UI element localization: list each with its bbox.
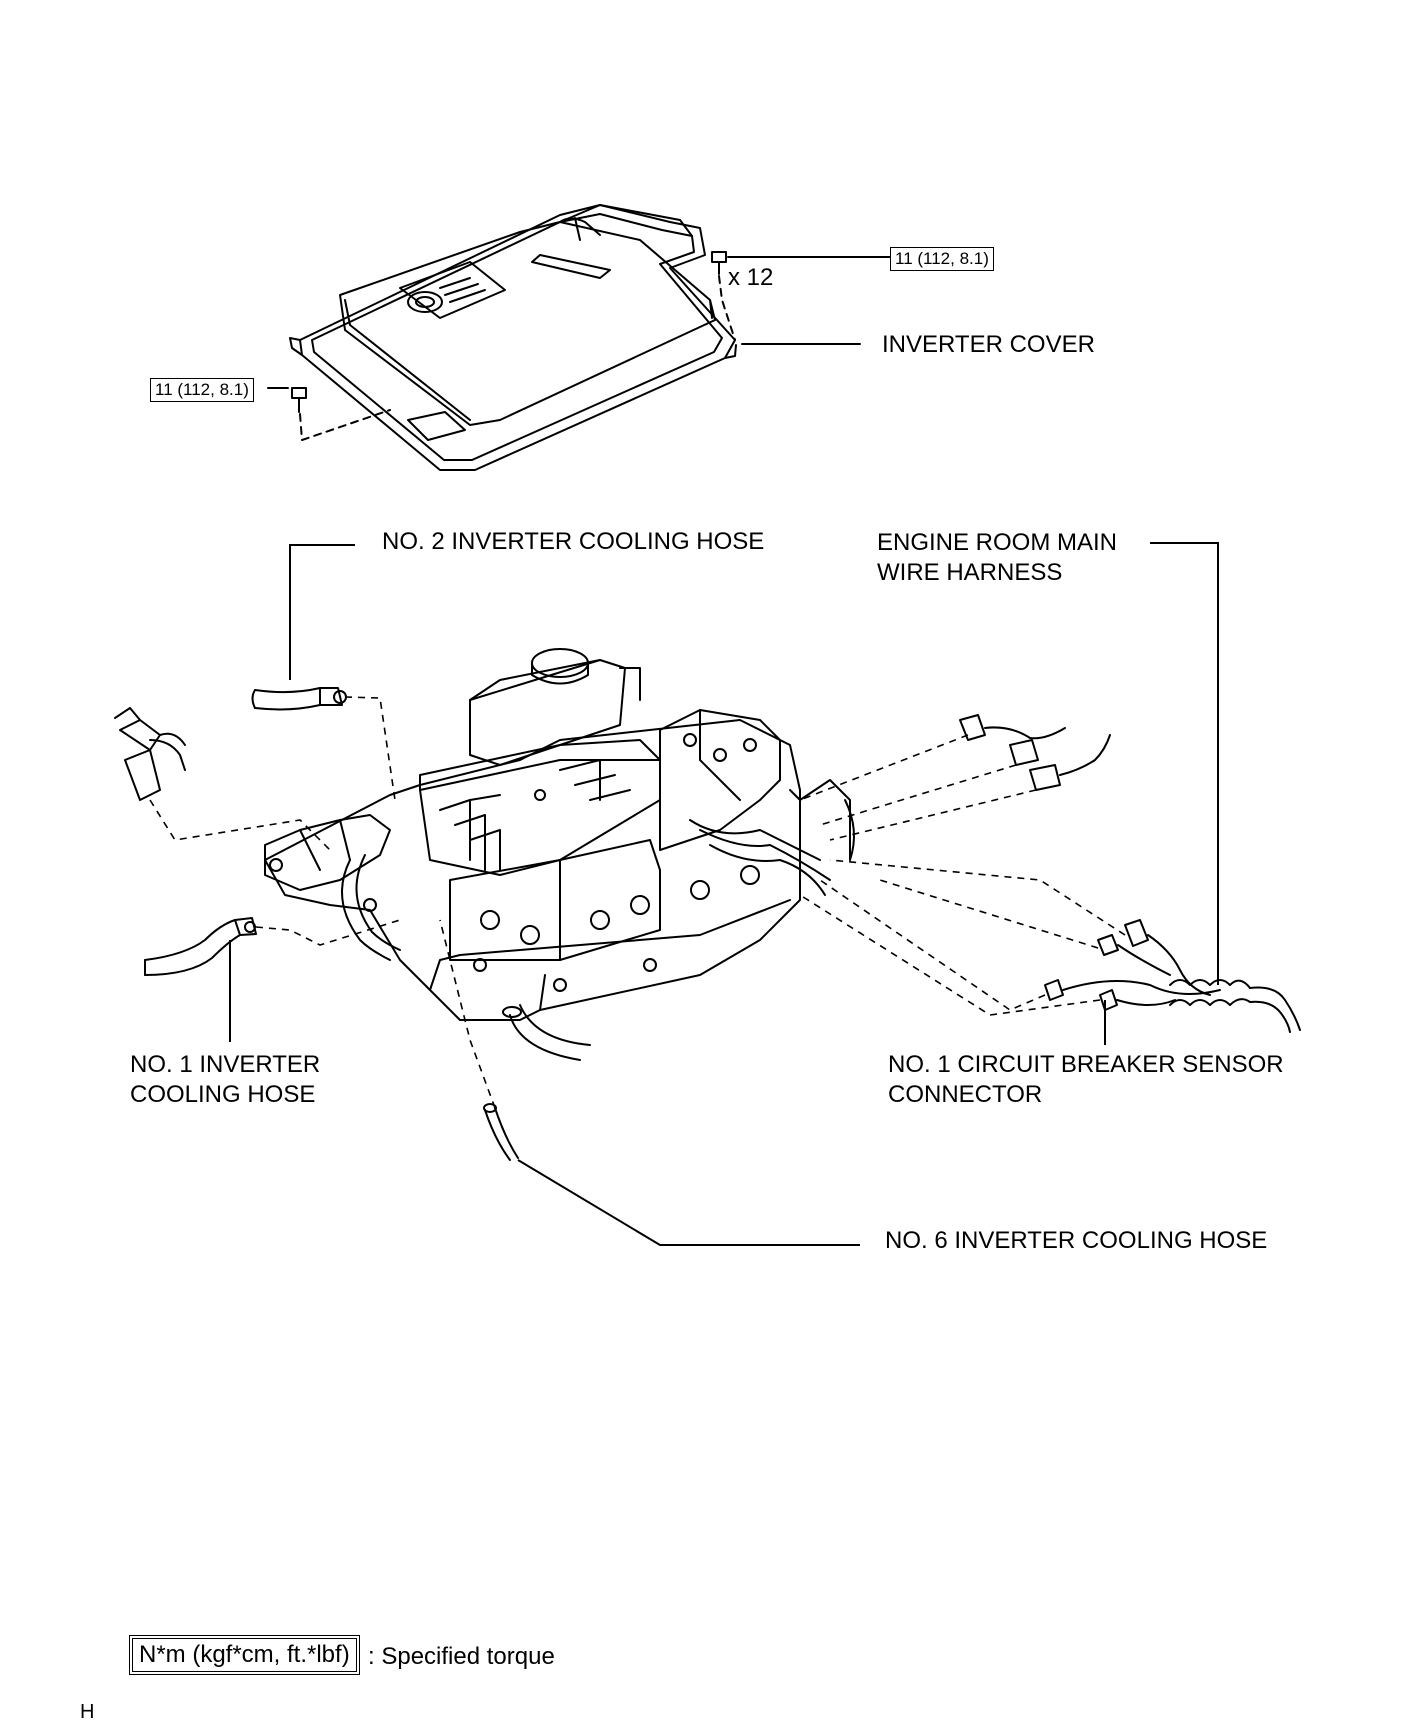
- no2-hose-label: NO. 2 INVERTER COOLING HOSE: [382, 528, 765, 555]
- side-bolt-torque-box: 11 (112, 8.1): [150, 378, 254, 402]
- no1-hose-label-line1: NO. 1 INVERTER: [130, 1051, 321, 1078]
- footer-code: H: [80, 1701, 95, 1723]
- torque-unit-box: N*m (kgf*cm, ft.*lbf): [129, 1635, 360, 1675]
- inverter-cover-label: INVERTER COVER: [882, 331, 1095, 358]
- no1-hose-drawing: [144, 917, 257, 976]
- no1-hose-label-line2: COOLING HOSE: [130, 1081, 316, 1108]
- wire-harness-drawing: [1044, 919, 1301, 1033]
- right-top-connector-drawing: [959, 714, 1111, 791]
- cover-bolt-icon: [711, 251, 727, 275]
- inverter-assembly-drawing: [264, 648, 855, 1061]
- breaker-sensor-label-line2: CONNECTOR: [888, 1081, 1043, 1108]
- left-connector-drawing: [114, 707, 186, 801]
- inverter-cover-drawing: [289, 204, 737, 471]
- no6-hose-drawing: [483, 1103, 519, 1161]
- side-bolt-icon: [291, 387, 307, 413]
- bolt-count-label: x 12: [728, 264, 774, 291]
- torque-legend-text: : Specified torque: [368, 1643, 555, 1670]
- cover-bolts-torque-box: 11 (112, 8.1): [890, 247, 994, 271]
- breaker-sensor-label-line1: NO. 1 CIRCUIT BREAKER SENSOR: [888, 1051, 1284, 1078]
- no6-hose-label: NO. 6 INVERTER COOLING HOSE: [885, 1227, 1268, 1254]
- no2-hose-drawing: [251, 687, 347, 711]
- wire-harness-label-line2: WIRE HARNESS: [877, 559, 1063, 586]
- wire-harness-label-line1: ENGINE ROOM MAIN: [877, 529, 1118, 556]
